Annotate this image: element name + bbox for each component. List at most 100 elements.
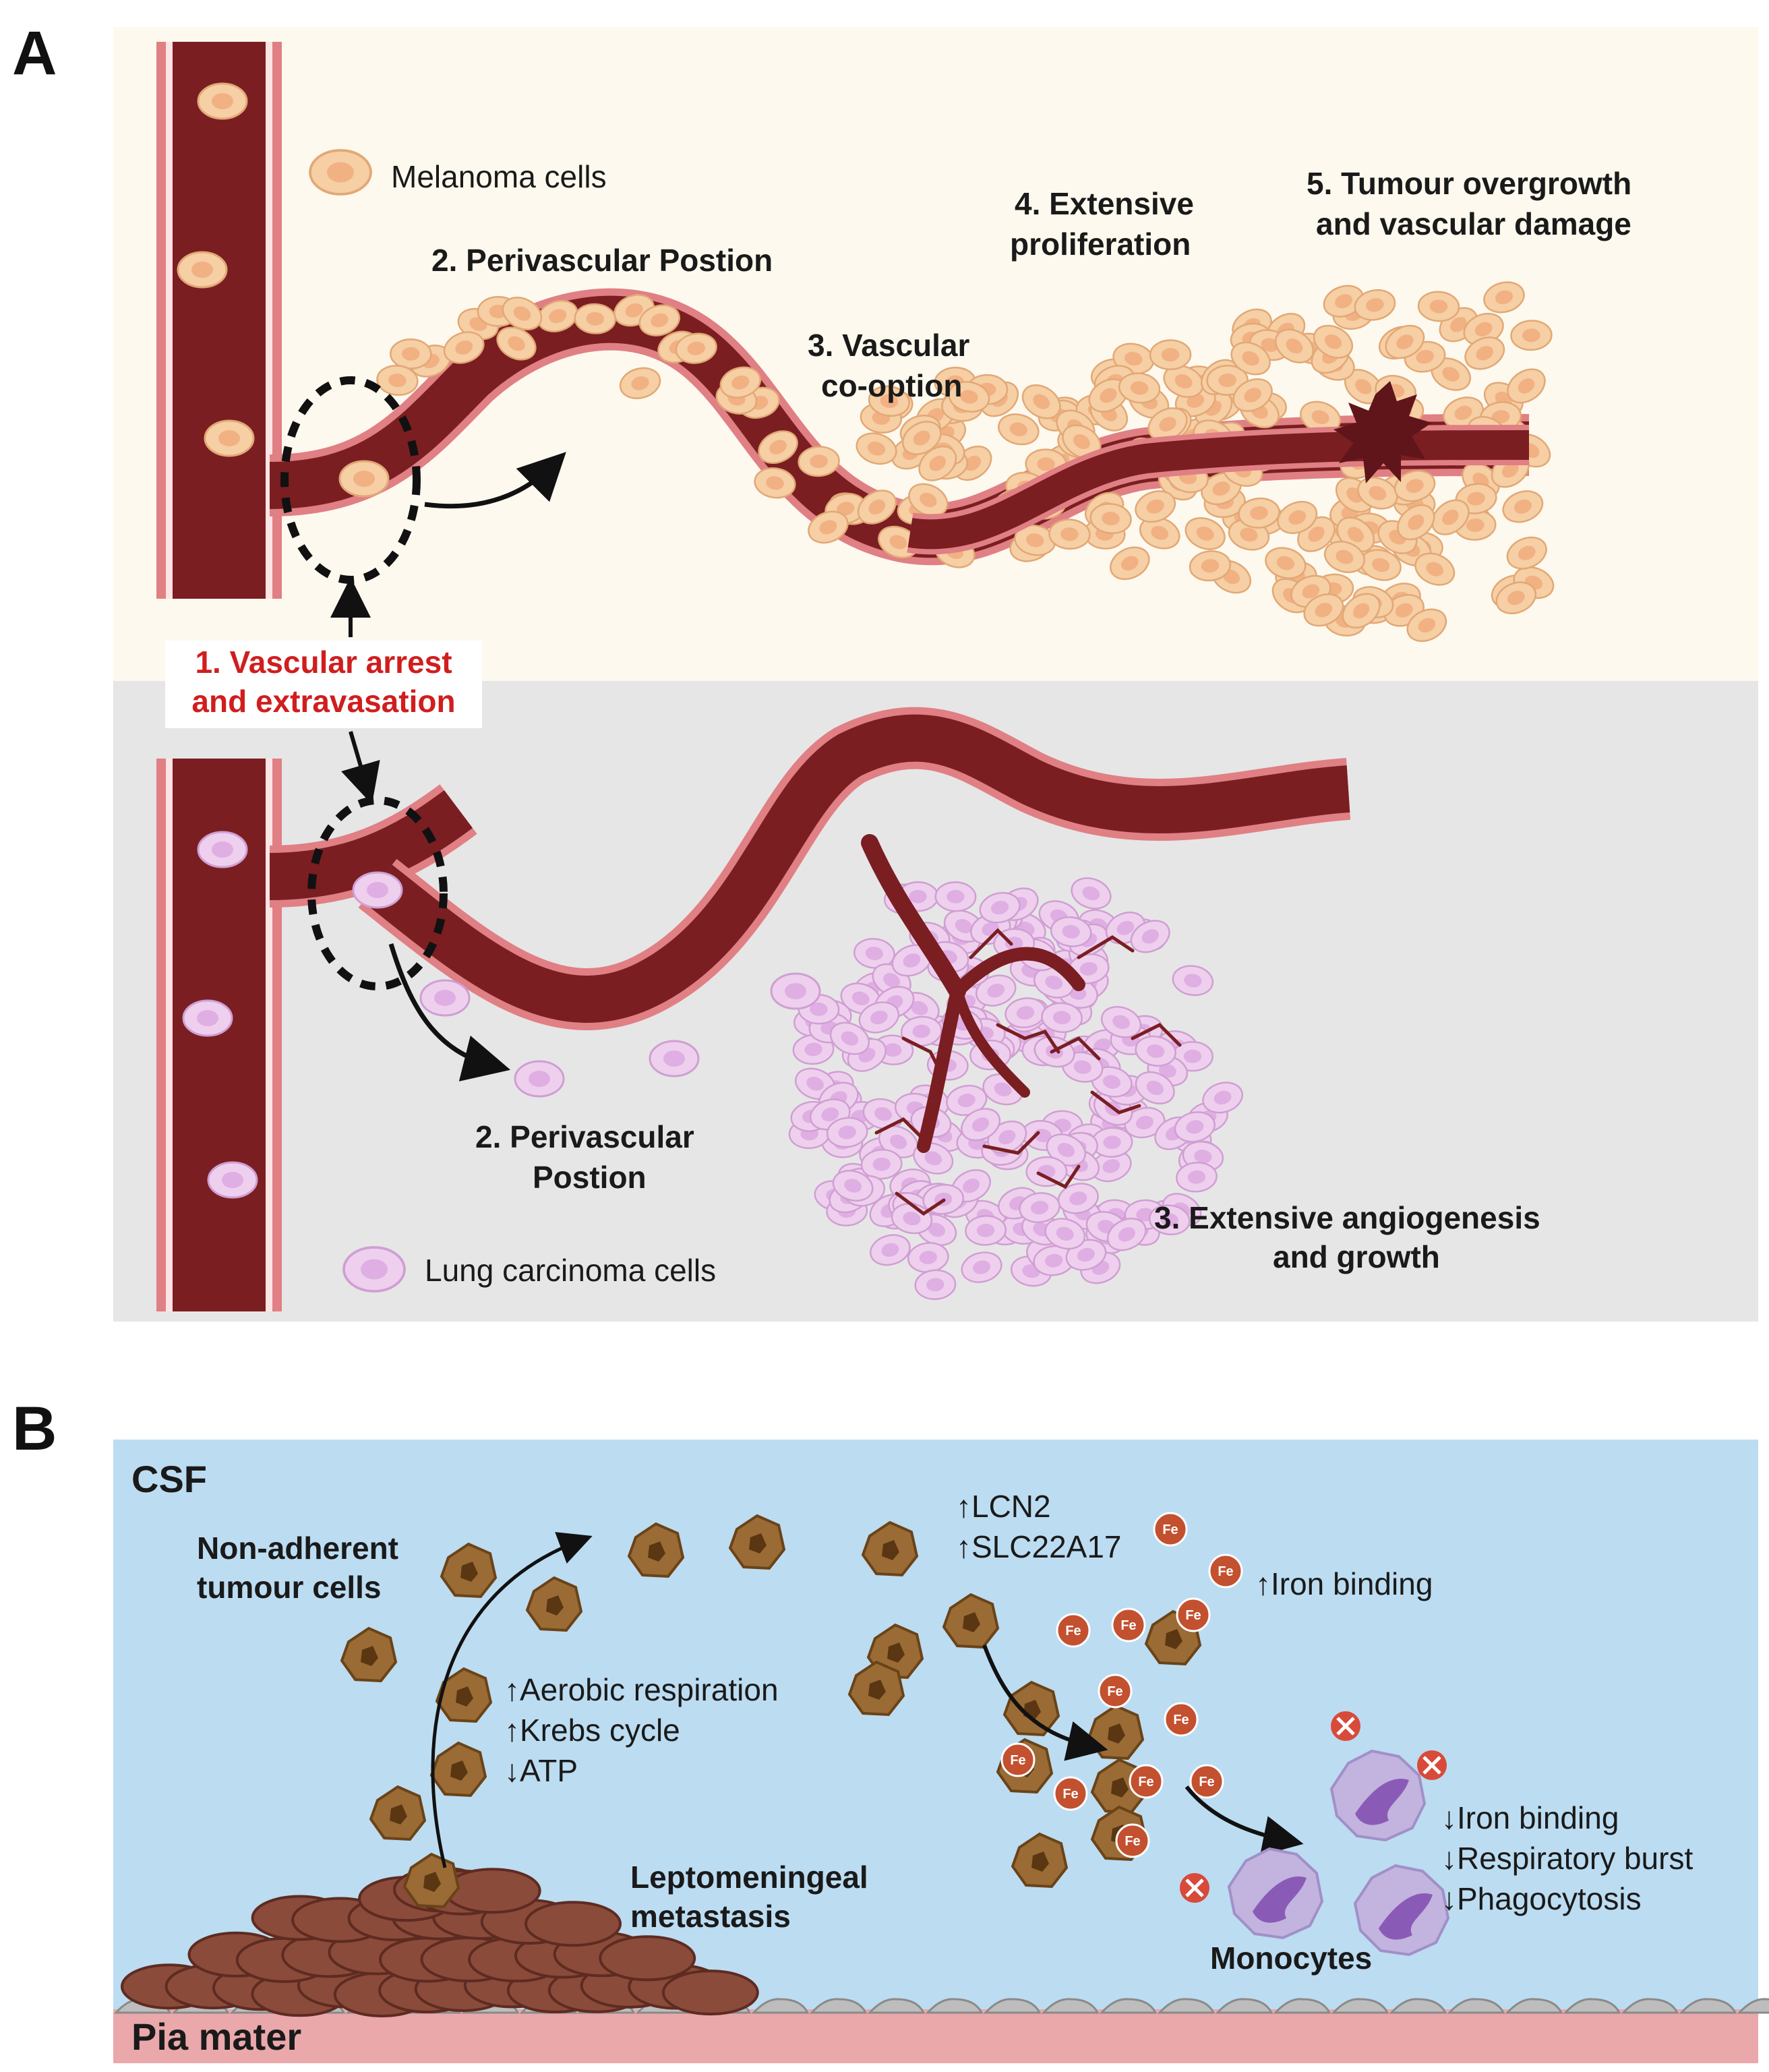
- iron-fe-particle: Fe: [1111, 1607, 1146, 1642]
- pia-cell: [1099, 1998, 1158, 2014]
- leptomeningeal-mound: [120, 1866, 759, 2017]
- melanoma-step4-l1: 4. Extensive: [1015, 186, 1194, 221]
- pia-cell: [925, 1998, 984, 2014]
- tumour-cell: [942, 1593, 1000, 1649]
- melanoma-cell: [389, 338, 432, 370]
- svg-text:Fe: Fe: [1107, 1684, 1122, 1699]
- melanoma-tumour-mass: [375, 276, 1559, 649]
- lung-cell: [770, 972, 821, 1010]
- melanoma-arrow: [424, 452, 566, 509]
- tumour-cell: [440, 1542, 498, 1599]
- melanoma-step3-l2: co-option: [821, 368, 963, 403]
- iron-fe-particle: Fe: [1053, 1776, 1088, 1811]
- pia-cell: [809, 1998, 868, 2014]
- tumour-cell: [627, 1522, 685, 1578]
- monocyte: [1227, 1847, 1324, 1940]
- melanoma-legend-icon: [309, 149, 372, 196]
- metastasis-cell: [524, 1901, 622, 1947]
- iron-fe-particle: Fe: [1000, 1742, 1036, 1777]
- lung-cell: [1025, 1156, 1068, 1187]
- iron-fe-particle: Fe: [1164, 1702, 1199, 1737]
- melanoma-step5-l1: 5. Tumour overgrowth: [1307, 166, 1631, 201]
- pia-cell: [1041, 1998, 1100, 2014]
- atp-text: ↓ATP: [504, 1753, 578, 1788]
- svg-text:Fe: Fe: [1185, 1608, 1201, 1623]
- metastasis-cell: [599, 1935, 696, 1982]
- iron-fe-particle: Fe: [1129, 1764, 1164, 1799]
- tumour-cell: [525, 1576, 583, 1632]
- pia-cell: [1389, 1998, 1447, 2014]
- pia-cell: [1273, 1998, 1331, 2014]
- melanoma-legend: Melanoma cells: [391, 159, 607, 194]
- non-adherent-l1: Non-adherent: [197, 1531, 398, 1566]
- pia-mater-layer: [113, 2009, 1758, 2063]
- melanoma-cell: [197, 82, 248, 120]
- tumour-cell: [1002, 1680, 1060, 1737]
- svg-text:Fe: Fe: [1062, 1787, 1078, 1802]
- svg-text:Fe: Fe: [1218, 1564, 1233, 1579]
- iron-arrow-2: [1185, 1785, 1304, 1856]
- phago-text: ↓Phagocytosis: [1441, 1881, 1642, 1916]
- lung-cell: [419, 979, 471, 1017]
- melanoma-main-vessel: [156, 42, 282, 599]
- pia-label: Pia mater: [131, 2015, 301, 2058]
- pia-cell: [1215, 1998, 1273, 2014]
- vascular-damage-splash: [1333, 381, 1432, 483]
- tumour-cell: [340, 1626, 398, 1683]
- melanoma-step5-l2: and vascular damage: [1316, 206, 1631, 241]
- iron-fe-particle: Fe: [1115, 1823, 1150, 1858]
- tumour-cell: [369, 1785, 427, 1841]
- pia-cell: [1679, 1998, 1737, 2014]
- melanoma-step2: 2. Perivascular Postion: [431, 243, 773, 278]
- monocytes-label: Monocytes: [1210, 1941, 1372, 1976]
- iron-fe-particle: Fe: [1098, 1674, 1133, 1709]
- step1-arrow-down: [341, 731, 380, 805]
- lung-cell: [649, 1040, 700, 1077]
- iron-down-text: ↓Iron binding: [1441, 1800, 1619, 1835]
- svg-text:Fe: Fe: [1065, 1624, 1081, 1638]
- pia-cell: [1505, 1998, 1563, 2014]
- iron-fe-particle: Fe: [1176, 1597, 1211, 1632]
- melanoma-cell: [1149, 338, 1192, 371]
- lung-cell: [934, 881, 978, 913]
- krebs-text: ↑Krebs cycle: [504, 1713, 680, 1748]
- angiogenesis-vessels: [861, 834, 1182, 1216]
- lung-cell: [514, 1060, 565, 1098]
- melanoma-cell: [177, 251, 228, 289]
- melanoma-cell: [204, 419, 255, 457]
- aerobic-text: ↑Aerobic respiration: [504, 1672, 779, 1707]
- monocyte: [1329, 1749, 1427, 1842]
- lung-cell: [352, 871, 403, 909]
- pia-cell: [751, 1998, 810, 2014]
- lcn2-text: ↑LCN2: [956, 1489, 1051, 1524]
- co-opted-vessel: [907, 430, 1530, 550]
- lung-legend-icon: [342, 1246, 406, 1293]
- tumour-cell: [847, 1660, 905, 1717]
- step1-label-box: [165, 641, 482, 728]
- burst-text: ↓Respiratory burst: [1441, 1841, 1693, 1876]
- iron-fe-particle: Fe: [1189, 1764, 1224, 1799]
- metastasis-cell: [444, 1868, 541, 1914]
- lung-arrow: [388, 943, 511, 1082]
- pia-cell: [1737, 1998, 1769, 2014]
- iron-arrow-1: [982, 1644, 1108, 1761]
- svg-text:Fe: Fe: [1162, 1522, 1178, 1537]
- melanoma-cell: [1509, 319, 1553, 352]
- blocked-x-icon: [1331, 1711, 1360, 1741]
- slc-text: ↑SLC22A17: [956, 1529, 1122, 1564]
- lepto-l2: metastasis: [630, 1899, 791, 1934]
- pia-cell: [1447, 1998, 1505, 2014]
- svg-text:Fe: Fe: [1125, 1834, 1140, 1849]
- iron-fe-particle: Fe: [1208, 1553, 1243, 1589]
- monocyte: [1353, 1864, 1450, 1957]
- metastasis-cell: [661, 1970, 759, 2016]
- pia-cell: [983, 1998, 1042, 2014]
- lepto-l1: Leptomeningeal: [630, 1860, 868, 1895]
- lung-step2-l1: 2. Perivascular: [475, 1119, 694, 1154]
- csf-label: CSF: [131, 1458, 207, 1500]
- iron-fe-particle: Fe: [1153, 1512, 1188, 1547]
- pia-cell: [1621, 1998, 1679, 2014]
- pia-cell: [1157, 1998, 1216, 2014]
- blocked-x-icon: [1180, 1873, 1209, 1903]
